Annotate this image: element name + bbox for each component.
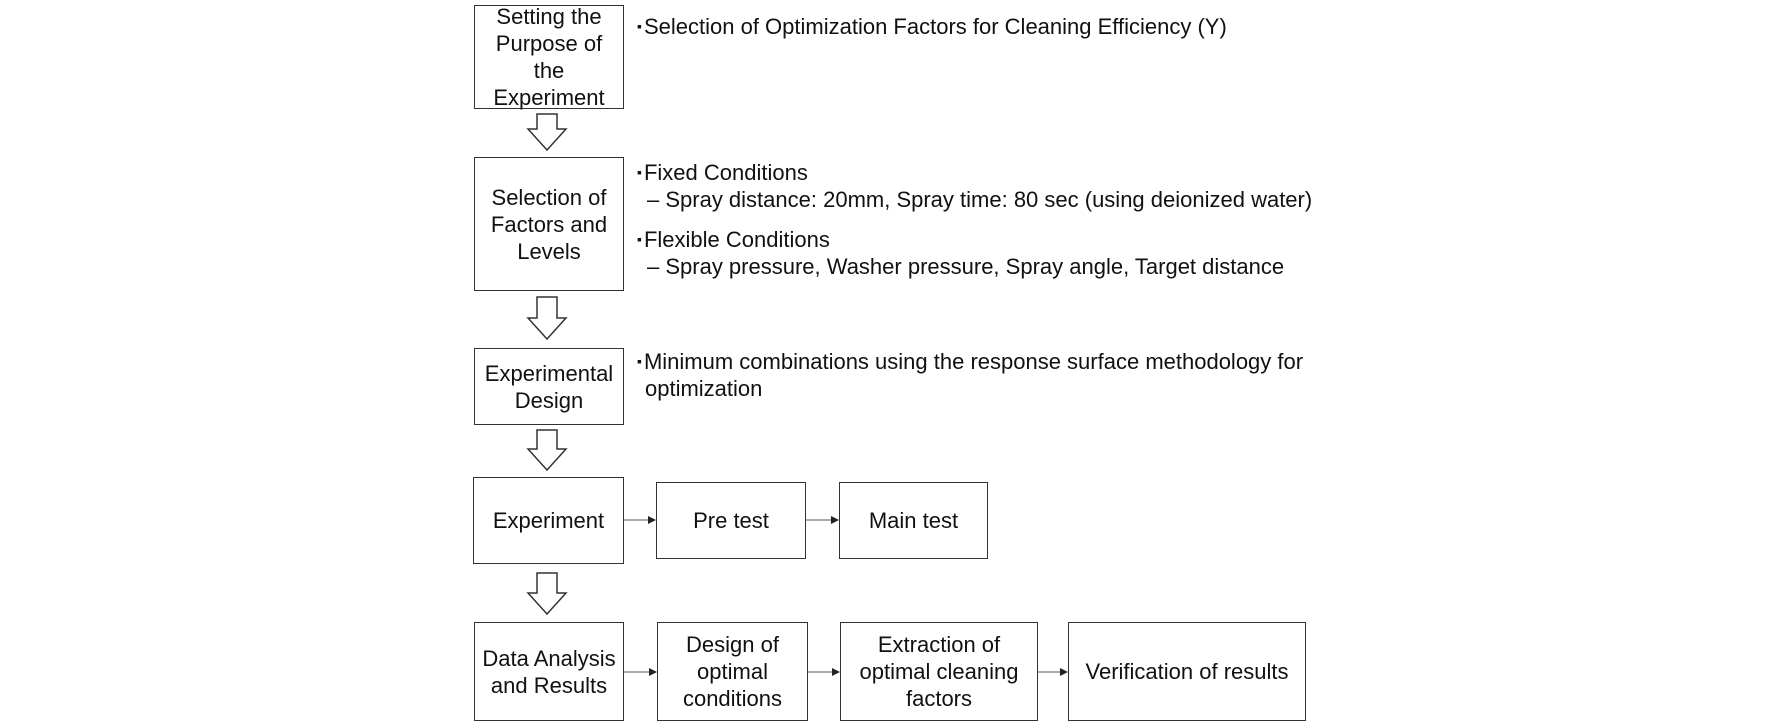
- note-purpose-text: Selection of Optimization Factors for Cl…: [643, 14, 1227, 39]
- note-design-line1: Minimum combinations using the response …: [643, 349, 1304, 374]
- extraction-factors-box: Extraction of optimal cleaning factors: [840, 622, 1038, 721]
- design-optimal-box: Design of optimal conditions: [657, 622, 808, 721]
- note-fixed-detail: – Spray distance: 20mm, Spray time: 80 s…: [647, 187, 1313, 212]
- step-purpose: Setting the Purpose of the Experiment: [474, 4, 624, 110]
- extraction-factors-label: Extraction of optimal cleaning factors: [859, 632, 1019, 711]
- step-experimental-design: Experimental Design: [474, 348, 624, 425]
- arrowhead-2: [831, 516, 839, 524]
- down-arrow-4: [526, 572, 568, 616]
- down-arrow-3: [526, 429, 568, 472]
- note-flexible-conditions: ▪Flexible Conditions – Spray pressure, W…: [637, 226, 1284, 280]
- note-fixed-bullet: ▪: [637, 164, 642, 180]
- note-fixed-conditions: ▪Fixed Conditions – Spray distance: 20mm…: [637, 159, 1312, 213]
- note-purpose: ▪Selection of Optimization Factors for C…: [637, 13, 1227, 40]
- step-factors-levels: Selection of Factors and Levels: [474, 157, 624, 291]
- note-fixed-title: Fixed Conditions: [643, 160, 808, 185]
- note-purpose-bullet: ▪: [637, 18, 642, 34]
- note-flexible-title: Flexible Conditions: [643, 227, 830, 252]
- main-test-label: Main test: [868, 508, 959, 533]
- arrowhead-3: [649, 668, 657, 676]
- step-purpose-label: Setting the Purpose of the Experiment: [493, 4, 605, 110]
- verification-box: Verification of results: [1068, 622, 1306, 721]
- down-arrow-2: [526, 296, 568, 341]
- pre-test-label: Pre test: [693, 508, 769, 533]
- main-test-box: Main test: [839, 482, 988, 559]
- arrowhead-4: [832, 668, 840, 676]
- step-experiment-label: Experiment: [492, 508, 605, 533]
- note-flexible-detail: – Spray pressure, Washer pressure, Spray…: [647, 254, 1285, 279]
- note-flexible-bullet: ▪: [637, 231, 642, 247]
- step-factors-levels-label: Selection of Factors and Levels: [490, 184, 608, 264]
- step-data-analysis-label: Data Analysis and Results: [482, 645, 616, 698]
- arrowhead-5: [1060, 668, 1068, 676]
- note-design: ▪Minimum combinations using the response…: [637, 348, 1303, 402]
- arrowhead-1: [648, 516, 656, 524]
- step-experimental-design-label: Experimental Design: [484, 360, 614, 413]
- note-design-bullet: ▪: [637, 353, 642, 369]
- note-design-line2: optimization: [645, 376, 763, 401]
- down-arrow-1: [526, 113, 568, 152]
- step-data-analysis: Data Analysis and Results: [474, 622, 624, 721]
- step-experiment: Experiment: [473, 477, 624, 564]
- design-optimal-label: Design of optimal conditions: [682, 632, 783, 711]
- verification-label: Verification of results: [1085, 659, 1289, 684]
- pre-test-box: Pre test: [656, 482, 806, 559]
